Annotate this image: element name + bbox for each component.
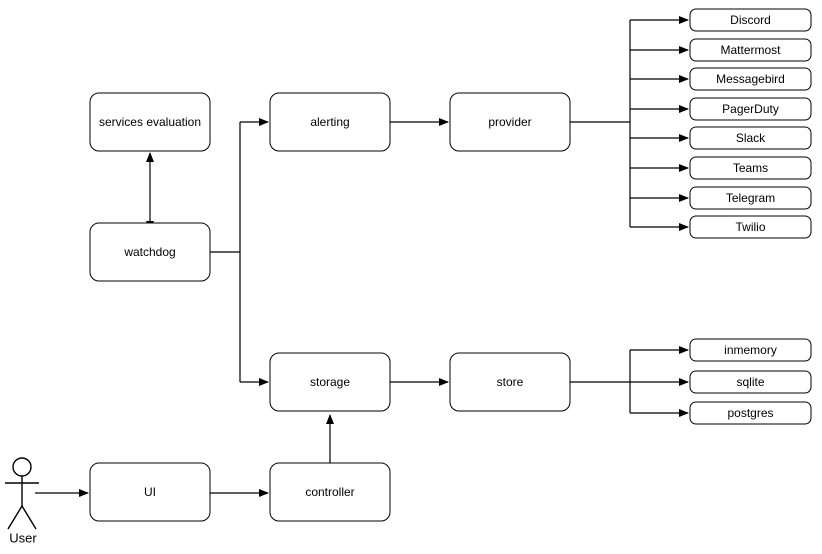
provider-item-slack-label: Slack <box>736 131 766 145</box>
provider-item-telegram-box[interactable] <box>689 186 812 210</box>
provider-item-telegram[interactable]: Telegram <box>689 186 812 210</box>
provider-item-pagerduty-label: PagerDuty <box>722 102 779 116</box>
user-head-icon <box>12 457 32 477</box>
store-item-sqlite[interactable]: sqlite <box>689 370 812 394</box>
node-watchdog[interactable]: watchdog <box>89 222 211 282</box>
node-provider-label: provider <box>488 115 531 129</box>
provider-item-messagebird-label: Messagebird <box>716 72 785 86</box>
provider-item-discord-box[interactable] <box>689 8 812 32</box>
provider-item-twilio-box[interactable] <box>689 215 812 239</box>
node-storage-box[interactable] <box>269 352 391 412</box>
provider-item-teams[interactable]: Teams <box>689 156 812 180</box>
store-item-sqlite-box[interactable] <box>689 370 812 394</box>
store-item-postgres-label: postgres <box>727 406 773 420</box>
provider-item-teams-box[interactable] <box>689 156 812 180</box>
provider-item-mattermost[interactable]: Mattermost <box>689 38 812 62</box>
node-ui[interactable]: UI <box>89 462 211 522</box>
node-storage-label: storage <box>310 375 350 389</box>
store-item-inmemory-label: inmemory <box>724 343 777 357</box>
provider-item-telegram-label: Telegram <box>726 191 775 205</box>
node-watchdog-box[interactable] <box>89 222 211 282</box>
store-item-postgres-box[interactable] <box>689 401 812 425</box>
provider-item-twilio[interactable]: Twilio <box>689 215 812 239</box>
provider-item-pagerduty-box[interactable] <box>689 97 812 121</box>
user-leg-left-icon <box>7 505 23 530</box>
provider-item-slack-box[interactable] <box>689 126 812 150</box>
provider-item-slack[interactable]: Slack <box>689 126 812 150</box>
node-provider-box[interactable] <box>449 92 571 152</box>
store-item-inmemory-box[interactable] <box>689 338 812 362</box>
node-services-evaluation-box[interactable] <box>89 92 211 152</box>
store-item-sqlite-label: sqlite <box>736 375 764 389</box>
provider-item-messagebird-box[interactable] <box>689 67 812 91</box>
provider-item-discord-label: Discord <box>730 13 771 27</box>
node-controller-label: controller <box>305 485 354 499</box>
node-alerting-box[interactable] <box>269 92 391 152</box>
provider-item-discord[interactable]: Discord <box>689 8 812 32</box>
store-item-inmemory[interactable]: inmemory <box>689 338 812 362</box>
provider-item-messagebird[interactable]: Messagebird <box>689 67 812 91</box>
node-services-evaluation-label: services evaluation <box>99 115 201 129</box>
user-leg-right-icon <box>21 505 37 530</box>
provider-item-twilio-label: Twilio <box>735 220 765 234</box>
store-item-postgres[interactable]: postgres <box>689 401 812 425</box>
node-controller[interactable]: controller <box>269 462 391 522</box>
provider-item-teams-label: Teams <box>733 161 768 175</box>
provider-item-pagerduty[interactable]: PagerDuty <box>689 97 812 121</box>
provider-item-mattermost-box[interactable] <box>689 38 812 62</box>
node-ui-box[interactable] <box>89 462 211 522</box>
node-alerting-label: alerting <box>310 115 349 129</box>
provider-item-mattermost-label: Mattermost <box>720 43 781 57</box>
actor-user: User <box>5 457 39 545</box>
node-ui-label: UI <box>144 485 156 499</box>
node-store-label: store <box>497 375 524 389</box>
node-watchdog-label: watchdog <box>123 245 175 259</box>
node-controller-box[interactable] <box>269 462 391 522</box>
actor-user-label: User <box>9 530 37 545</box>
node-store-box[interactable] <box>449 352 571 412</box>
node-alerting[interactable]: alerting <box>269 92 391 152</box>
node-provider[interactable]: provider <box>449 92 571 152</box>
provider-list: Discord Mattermost Messagebird PagerDuty… <box>689 8 812 239</box>
node-services-evaluation[interactable]: services evaluation <box>89 92 211 152</box>
store-list: inmemory sqlite postgres <box>689 338 812 425</box>
node-storage[interactable]: storage <box>269 352 391 412</box>
node-store[interactable]: store <box>449 352 571 412</box>
